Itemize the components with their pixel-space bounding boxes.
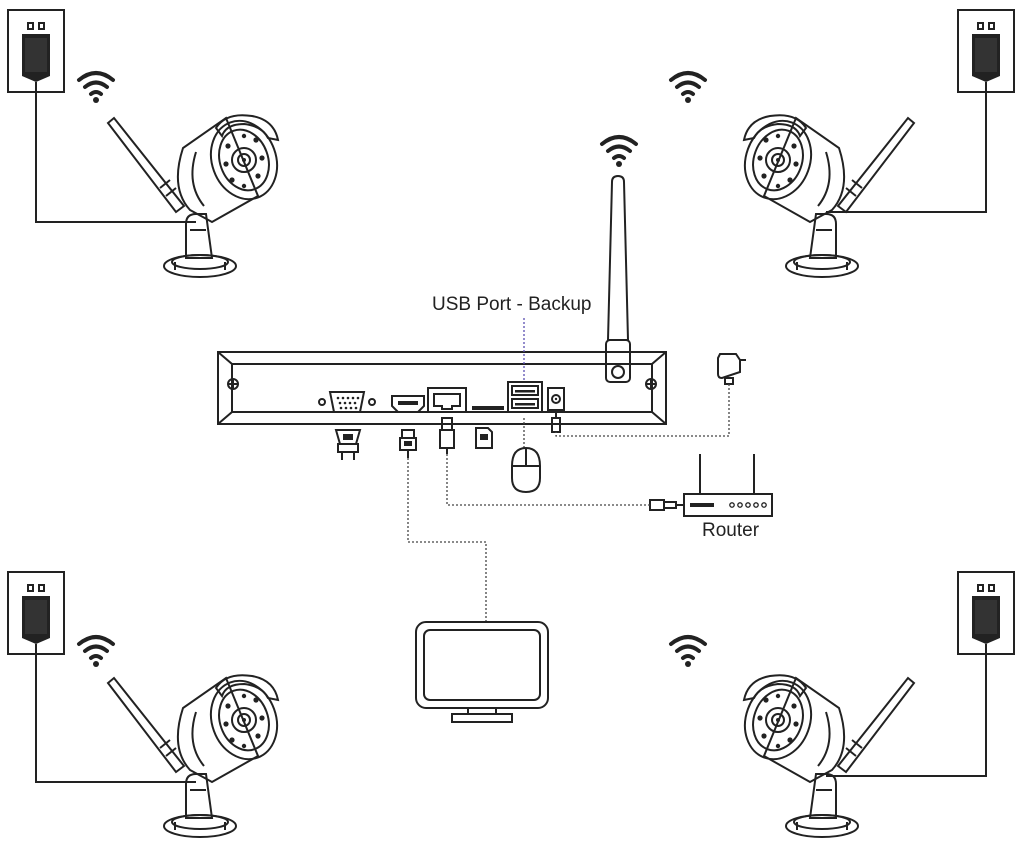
bullet-camera-icon [733,110,915,278]
power-adapter-icon [717,353,746,385]
lan-plug-icon [439,417,455,454]
monitor-icon [415,621,549,723]
lan-dotted-line [446,454,650,506]
power-cable [35,644,196,783]
wifi-icon [669,635,707,669]
dc-plug-icon [551,410,561,433]
router-label: Router [702,520,760,541]
bullet-camera-icon [107,670,289,838]
camera-bottom-left [7,571,289,838]
power-cable [826,82,987,213]
wall-outlet-icon [957,571,1015,655]
wall-outlet-icon [7,9,65,93]
wall-outlet-icon [7,571,65,655]
camera-top-right [669,9,1015,278]
nvr-recorder-icon [217,351,667,425]
power-cable [35,82,196,223]
bullet-camera-icon [107,110,289,278]
wifi-icon [669,71,707,105]
mouse-icon [511,418,541,494]
hdmi-dotted-line [407,458,487,622]
camera-top-left [7,9,289,278]
lan-plug-router-icon [649,499,684,511]
wall-outlet-icon [957,9,1015,93]
vga-plug-icon [334,429,362,460]
bullet-camera-icon [733,670,915,838]
wifi-icon [77,71,115,105]
nvr-antenna [600,135,638,383]
wifi-icon [600,135,638,169]
router-icon [683,454,773,517]
power-dotted-line [555,384,730,437]
usb-port-label: USB Port - Backup [432,294,591,315]
camera-bottom-right [669,571,1015,838]
sd-card-icon [475,427,493,449]
power-cable [826,644,987,777]
wifi-icon [77,635,115,669]
hdmi-plug-icon [399,429,417,458]
